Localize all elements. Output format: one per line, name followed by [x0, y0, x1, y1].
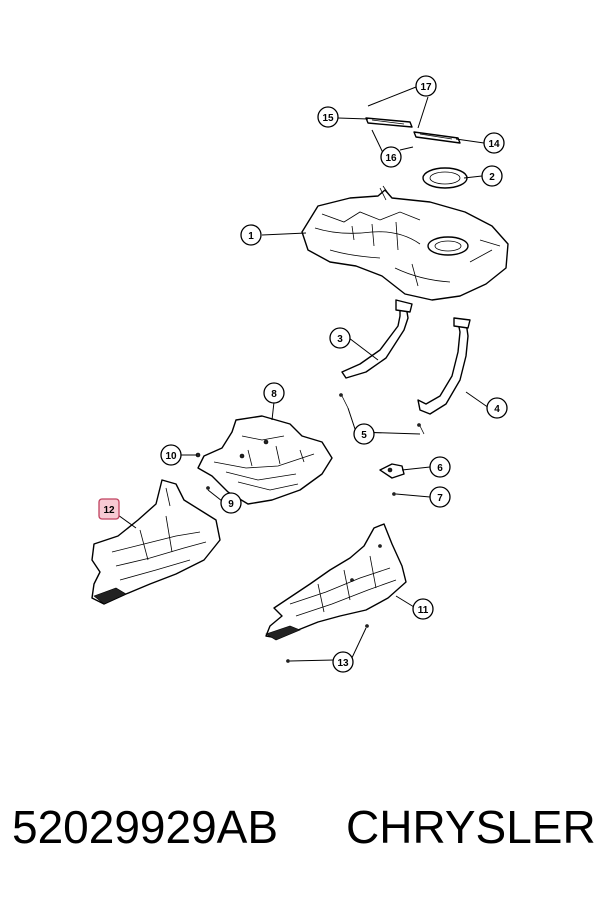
callout-label-16: 16 — [385, 153, 397, 164]
callout-label-6: 6 — [437, 463, 443, 474]
fastener-9 — [206, 486, 210, 490]
brand-name: CHRYSLER — [346, 801, 596, 853]
callout-11[interactable]: 11 — [412, 598, 434, 620]
callout-5[interactable]: 5 — [353, 423, 375, 445]
screw-7 — [392, 492, 396, 496]
callout-label-3: 3 — [337, 334, 343, 345]
callout-label-17: 17 — [420, 82, 432, 93]
bracket-clip — [379, 463, 405, 479]
callout-7[interactable]: 7 — [429, 486, 451, 508]
callout-label-12: 12 — [103, 505, 115, 516]
callout-17[interactable]: 17 — [415, 75, 437, 97]
callout-1[interactable]: 1 — [240, 224, 262, 246]
part-number: 52029929AB — [12, 801, 279, 853]
underbody-shield-right — [265, 523, 407, 641]
callout-10[interactable]: 10 — [160, 444, 182, 466]
callout-label-5: 5 — [361, 430, 367, 441]
callout-label-14: 14 — [488, 139, 500, 150]
callout-label-2: 2 — [489, 172, 495, 183]
callout-4[interactable]: 4 — [486, 397, 508, 419]
underbody-shield-left — [91, 479, 221, 605]
callout-label-8: 8 — [271, 389, 277, 400]
callout-8[interactable]: 8 — [263, 382, 285, 404]
callout-label-13: 13 — [337, 658, 349, 669]
heat-shield — [197, 415, 333, 505]
callout-label-11: 11 — [418, 605, 429, 616]
callout-label-4: 4 — [494, 404, 500, 415]
footer-caption: 52029929AB CHRYSLER — [0, 800, 600, 870]
fuel-tank — [301, 185, 509, 301]
tank-strap-right — [417, 317, 471, 415]
strap-bolts — [339, 393, 425, 435]
callout-6[interactable]: 6 — [429, 456, 451, 478]
callout-label-15: 15 — [322, 113, 334, 124]
callout-13[interactable]: 13 — [332, 651, 354, 673]
tank-strap-left — [341, 299, 413, 379]
callout-9[interactable]: 9 — [220, 492, 242, 514]
gasket-strip-upper — [365, 117, 413, 128]
callout-label-10: 10 — [165, 451, 177, 462]
callout-label-1: 1 — [248, 231, 254, 242]
leader-lines — [117, 86, 490, 663]
callout-15[interactable]: 15 — [317, 106, 339, 128]
gasket-strip-lower — [413, 131, 461, 144]
callout-label-9: 9 — [228, 499, 234, 510]
screw-13 — [286, 624, 369, 663]
callout-3[interactable]: 3 — [329, 327, 351, 349]
callout-2[interactable]: 2 — [481, 165, 503, 187]
lock-ring — [422, 167, 468, 189]
callout-14[interactable]: 14 — [483, 132, 505, 154]
callout-16[interactable]: 16 — [380, 146, 402, 168]
callout-12[interactable]: 12 — [98, 498, 120, 520]
callout-label-7: 7 — [437, 493, 443, 504]
